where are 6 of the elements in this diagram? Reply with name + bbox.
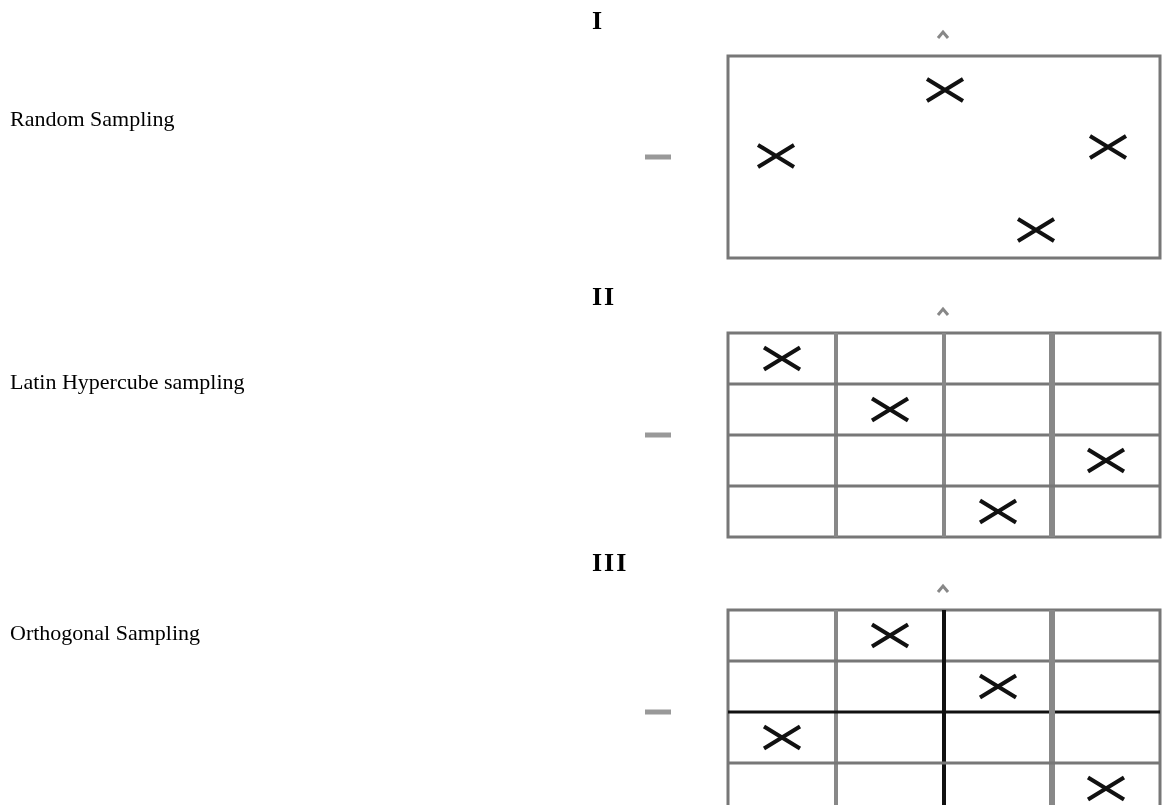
method-label: Latin Hypercube sampling bbox=[10, 369, 245, 395]
panel-numeral: III bbox=[592, 548, 629, 578]
method-label: Random Sampling bbox=[10, 106, 175, 132]
panel-numeral: I bbox=[592, 6, 605, 36]
method-label: Orthogonal Sampling bbox=[10, 620, 201, 646]
panel-numeral: II bbox=[592, 282, 617, 312]
